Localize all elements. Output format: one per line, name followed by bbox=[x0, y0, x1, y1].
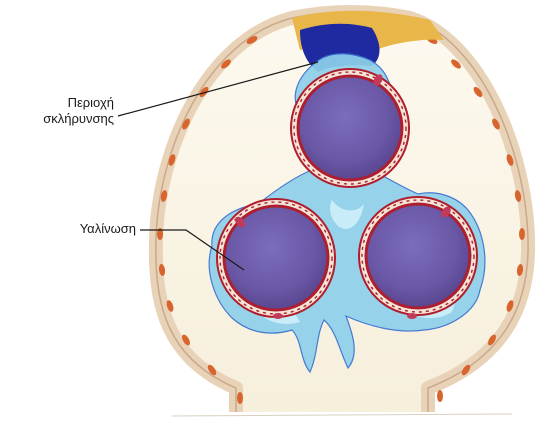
sclerosis-label-line2: σκλήρυνσης bbox=[30, 111, 114, 127]
capillary-loop-right bbox=[359, 197, 477, 315]
sclerosis-area-label: Περιοχή σκλήρυνσης bbox=[30, 95, 114, 127]
capillary-loop-left bbox=[217, 199, 335, 317]
sclerosis-label-line1: Περιοχή bbox=[30, 95, 114, 111]
capillary-loop-top bbox=[291, 69, 409, 187]
hyalinosis-label: Υαλίνωση bbox=[60, 221, 136, 237]
